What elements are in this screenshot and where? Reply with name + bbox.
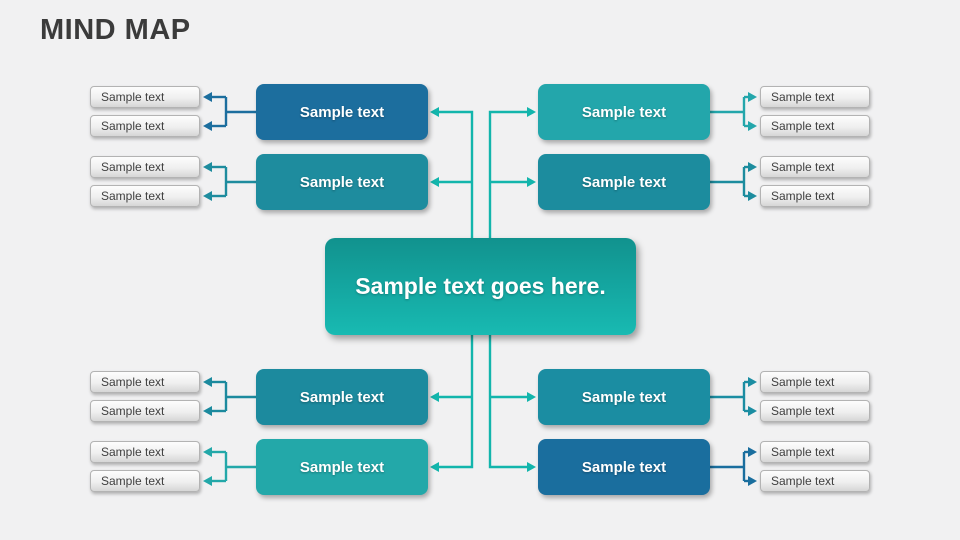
branch-box-bottom-left-1[interactable]: Sample text bbox=[256, 369, 428, 425]
leaf-box-top-right-2-2[interactable]: Sample text bbox=[760, 185, 870, 207]
leaf-box-top-right-2-1[interactable]: Sample text bbox=[760, 156, 870, 178]
leaf-box-bottom-left-2-1[interactable]: Sample text bbox=[90, 441, 200, 463]
center-topic-box[interactable]: Sample text goes here. bbox=[325, 238, 636, 335]
branch-box-label: Sample text bbox=[581, 173, 667, 191]
leaf-box-bottom-right-2-2[interactable]: Sample text bbox=[760, 470, 870, 492]
branch-box-top-right-2[interactable]: Sample text bbox=[538, 154, 710, 210]
leaf-box-top-left-1-1[interactable]: Sample text bbox=[90, 86, 200, 108]
branch-box-label: Sample text bbox=[581, 388, 667, 406]
leaf-box-label: Sample text bbox=[771, 474, 835, 488]
arrowhead-icon bbox=[430, 107, 439, 117]
arrowhead-icon bbox=[203, 191, 212, 201]
branch-box-label: Sample text bbox=[299, 103, 385, 121]
leaf-box-bottom-left-2-2[interactable]: Sample text bbox=[90, 470, 200, 492]
leaf-box-bottom-right-1-1[interactable]: Sample text bbox=[760, 371, 870, 393]
branch-box-label: Sample text bbox=[581, 458, 667, 476]
leaf-box-label: Sample text bbox=[771, 375, 835, 389]
leaf-box-label: Sample text bbox=[771, 445, 835, 459]
arrowhead-icon bbox=[203, 476, 212, 486]
leaf-box-label: Sample text bbox=[101, 119, 165, 133]
trunk-top-right bbox=[488, 110, 528, 238]
arrowhead-icon bbox=[203, 121, 212, 131]
leaf-box-top-left-1-2[interactable]: Sample text bbox=[90, 115, 200, 137]
trunk-bottom-left bbox=[438, 335, 474, 469]
arrowhead-icon bbox=[748, 191, 757, 201]
arrowhead-icon bbox=[748, 377, 757, 387]
arrowhead-icon bbox=[527, 177, 536, 187]
branch-box-bottom-left-2[interactable]: Sample text bbox=[256, 439, 428, 495]
arrowhead-icon bbox=[430, 177, 439, 187]
arrowhead-icon bbox=[527, 107, 536, 117]
branch-box-label: Sample text bbox=[299, 173, 385, 191]
arrowhead-icon bbox=[430, 462, 439, 472]
leaf-box-bottom-left-1-1[interactable]: Sample text bbox=[90, 371, 200, 393]
arrowhead-icon bbox=[748, 121, 757, 131]
leaf-box-label: Sample text bbox=[101, 445, 165, 459]
leaf-box-bottom-right-2-1[interactable]: Sample text bbox=[760, 441, 870, 463]
leaf-box-label: Sample text bbox=[101, 160, 165, 174]
leaf-box-top-left-2-2[interactable]: Sample text bbox=[90, 185, 200, 207]
arrowhead-icon bbox=[527, 392, 536, 402]
arrowhead-icon bbox=[748, 92, 757, 102]
center-topic-label: Sample text goes here. bbox=[355, 273, 606, 299]
trunk-bottom-right bbox=[488, 335, 528, 469]
leaf-box-label: Sample text bbox=[101, 90, 165, 104]
leaf-box-label: Sample text bbox=[101, 189, 165, 203]
arrowhead-icon bbox=[203, 447, 212, 457]
branch-box-bottom-right-1[interactable]: Sample text bbox=[538, 369, 710, 425]
leaf-box-top-left-2-1[interactable]: Sample text bbox=[90, 156, 200, 178]
arrowhead-icon bbox=[203, 377, 212, 387]
slide-title: MIND MAP bbox=[40, 14, 191, 46]
arrowhead-icon bbox=[203, 162, 212, 172]
leaf-box-bottom-right-1-2[interactable]: Sample text bbox=[760, 400, 870, 422]
leaf-box-label: Sample text bbox=[771, 90, 835, 104]
branch-box-label: Sample text bbox=[299, 388, 385, 406]
branch-box-top-right-1[interactable]: Sample text bbox=[538, 84, 710, 140]
arrowhead-icon bbox=[203, 406, 212, 416]
leaf-box-label: Sample text bbox=[101, 474, 165, 488]
arrowhead-icon bbox=[748, 476, 757, 486]
arrowhead-icon bbox=[748, 162, 757, 172]
arrowhead-icon bbox=[527, 462, 536, 472]
branch-box-label: Sample text bbox=[581, 103, 667, 121]
arrowhead-icon bbox=[203, 92, 212, 102]
leaf-box-top-right-1-2[interactable]: Sample text bbox=[760, 115, 870, 137]
leaf-box-top-right-1-1[interactable]: Sample text bbox=[760, 86, 870, 108]
branch-box-bottom-right-2[interactable]: Sample text bbox=[538, 439, 710, 495]
arrowhead-icon bbox=[430, 392, 439, 402]
leaf-box-label: Sample text bbox=[771, 404, 835, 418]
arrowhead-icon bbox=[748, 447, 757, 457]
leaf-box-label: Sample text bbox=[771, 119, 835, 133]
trunk-top-left bbox=[438, 110, 474, 238]
branch-box-label: Sample text bbox=[299, 458, 385, 476]
leaf-box-label: Sample text bbox=[101, 375, 165, 389]
leaf-box-bottom-left-1-2[interactable]: Sample text bbox=[90, 400, 200, 422]
branch-box-top-left-1[interactable]: Sample text bbox=[256, 84, 428, 140]
arrowhead-icon bbox=[748, 406, 757, 416]
leaf-box-label: Sample text bbox=[771, 160, 835, 174]
leaf-box-label: Sample text bbox=[771, 189, 835, 203]
branch-box-top-left-2[interactable]: Sample text bbox=[256, 154, 428, 210]
leaf-box-label: Sample text bbox=[101, 404, 165, 418]
